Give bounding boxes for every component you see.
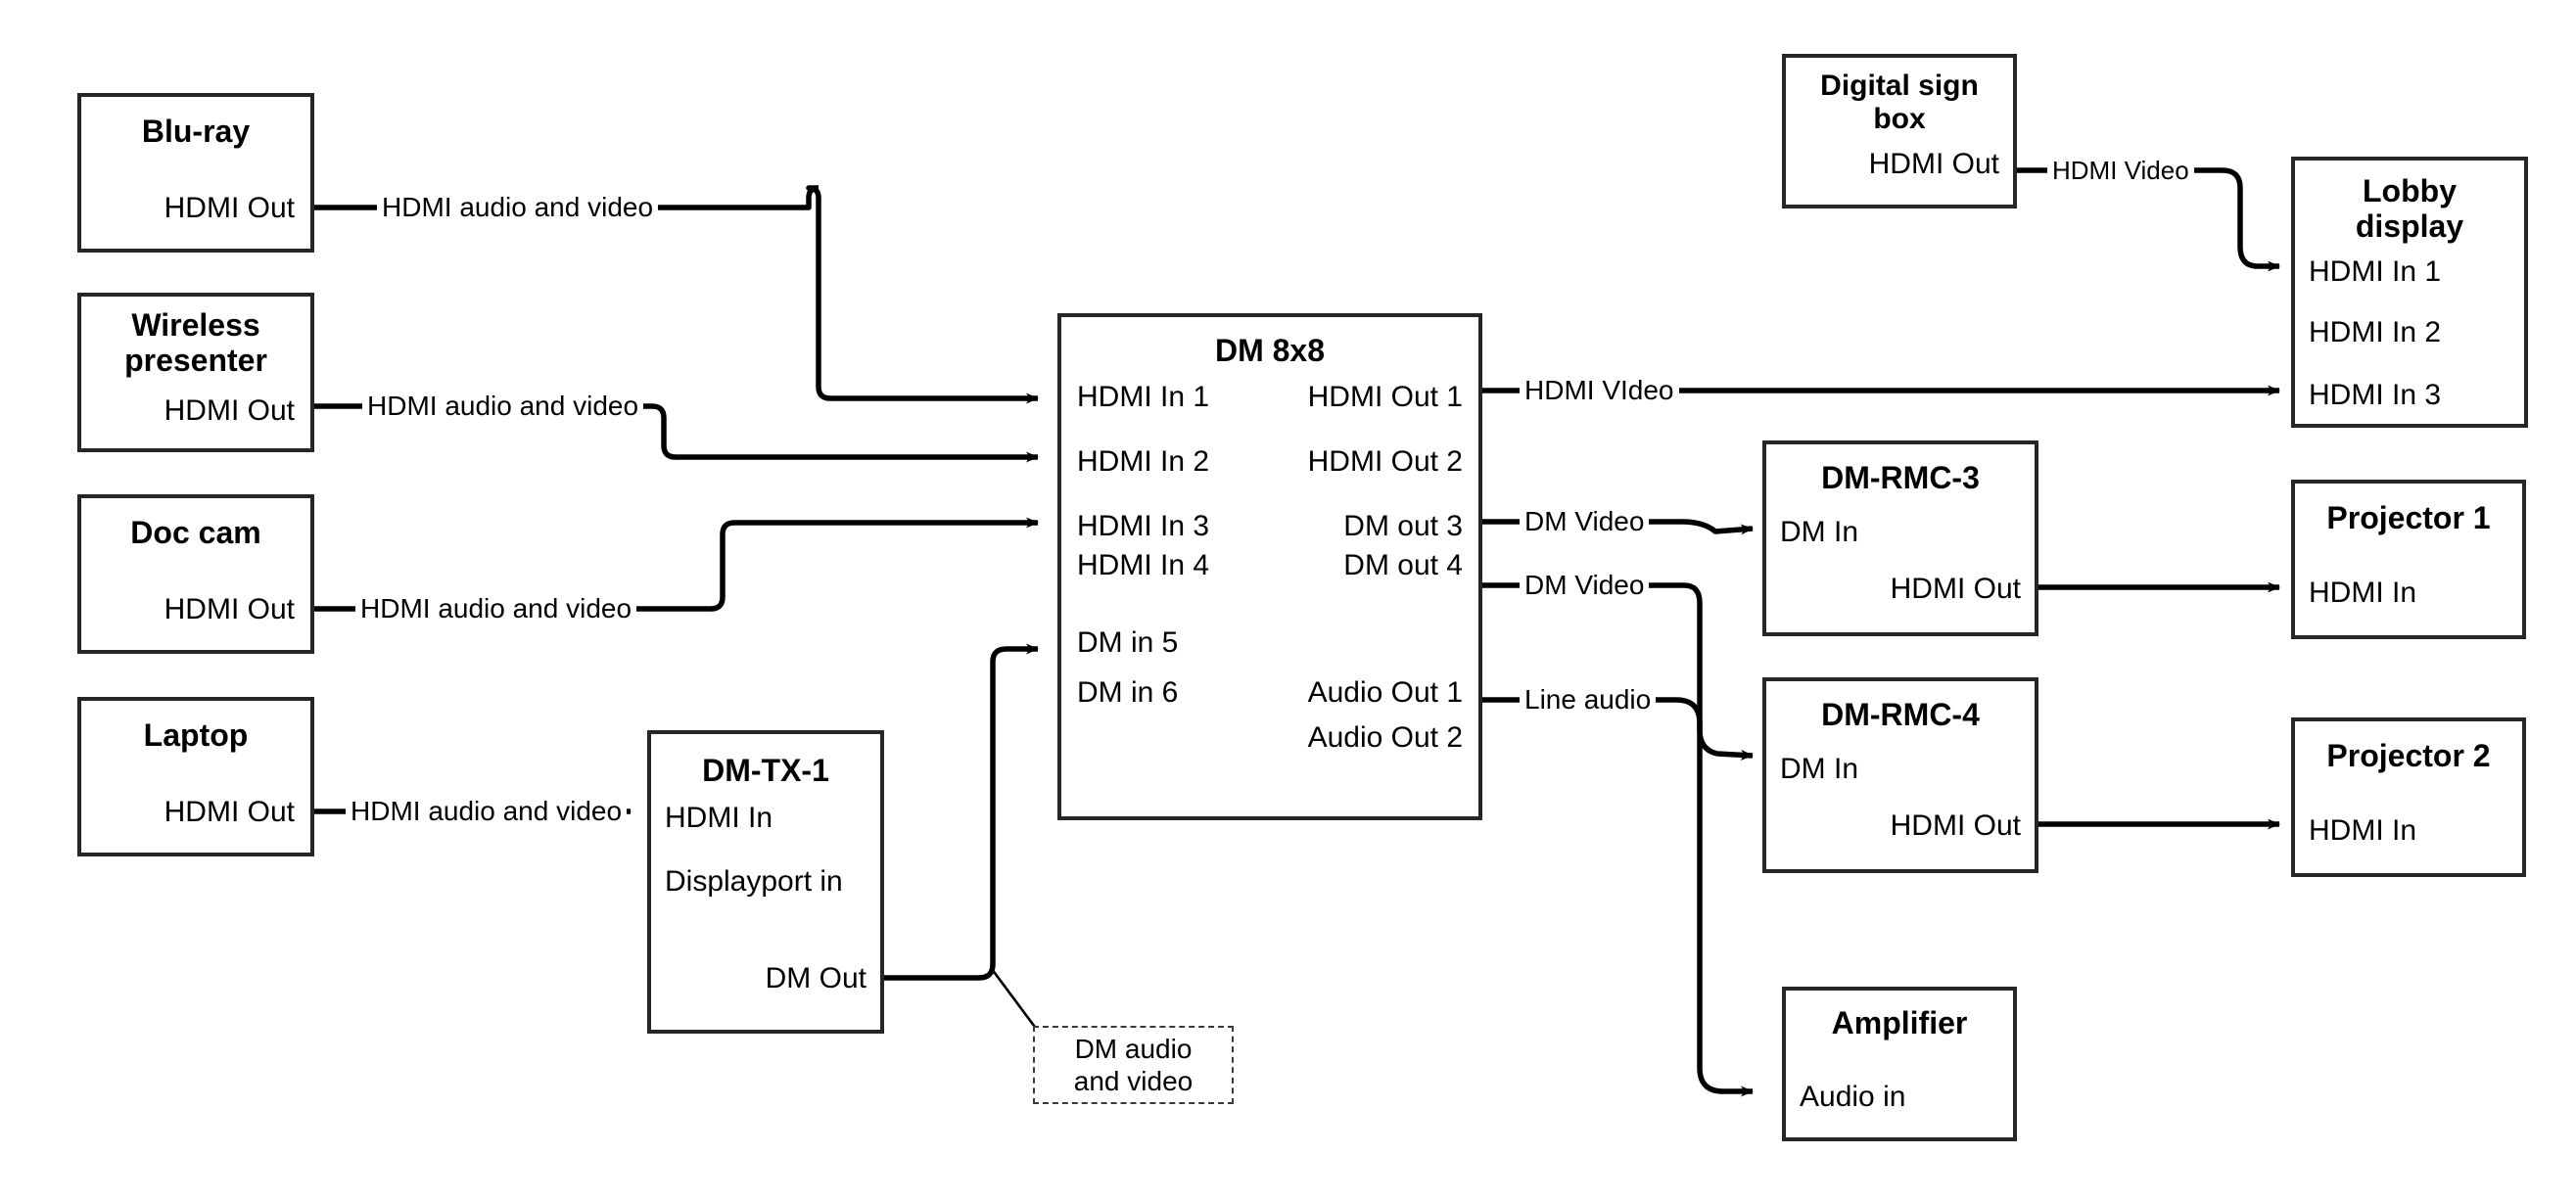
port-hdmi-in-3: HDMI In 3: [2309, 379, 2442, 411]
edge-label-bluray: HDMI audio and video: [377, 192, 659, 223]
edge-label-hdmi-video-lobby3: HDMI VIdeo: [1520, 375, 1679, 406]
node-laptop[interactable]: Laptop HDMI Out: [77, 697, 314, 856]
annotation-dm-audio-and-video: DM audio and video: [1033, 1026, 1234, 1104]
port-dm-in: DM In: [1780, 516, 1859, 548]
node-bluray[interactable]: Blu-ray HDMI Out: [77, 93, 314, 253]
port-dm-in-5: DM in 5: [1077, 626, 1179, 659]
port-hdmi-in-3: HDMI In 3: [1077, 510, 1210, 542]
node-title: Projector 1: [2326, 500, 2491, 535]
port-displayport-in: Displayport in: [665, 865, 843, 898]
node-title: Wireless presenter: [124, 307, 267, 378]
port-hdmi-out: HDMI Out: [1890, 573, 2021, 605]
port-hdmi-out-2: HDMI Out 2: [1307, 445, 1463, 478]
port-hdmi-out: HDMI Out: [164, 394, 295, 427]
edge-label-sign-to-lobby: HDMI Video: [2047, 156, 2194, 186]
node-title: DM-RMC-4: [1821, 697, 1980, 732]
port-hdmi-in: HDMI In: [2309, 577, 2417, 609]
node-projector-1[interactable]: Projector 1 HDMI In: [2291, 480, 2526, 639]
node-title: Amplifier: [1831, 1005, 1968, 1040]
port-dm-out-3: DM out 3: [1343, 510, 1463, 542]
node-title: Doc cam: [130, 515, 261, 550]
port-hdmi-in-2: HDMI In 2: [2309, 316, 2442, 348]
node-dm-tx-1[interactable]: DM-TX-1 HDMI In Displayport in DM Out: [647, 730, 884, 1034]
port-dm-out-4: DM out 4: [1343, 549, 1463, 581]
edge-label-dm-video-rmc3: DM Video: [1520, 506, 1650, 537]
edge-label-wireless: HDMI audio and video: [362, 391, 644, 422]
node-lobby-display[interactable]: Lobby display HDMI In 1 HDMI In 2 HDMI I…: [2291, 157, 2528, 428]
port-hdmi-in-2: HDMI In 2: [1077, 445, 1210, 478]
node-doc-cam[interactable]: Doc cam HDMI Out: [77, 494, 314, 654]
edge-label-laptop: HDMI audio and video: [346, 796, 628, 827]
node-amplifier[interactable]: Amplifier Audio in: [1782, 987, 2017, 1141]
port-dm-in: DM In: [1780, 753, 1859, 785]
node-title: Laptop: [143, 717, 249, 753]
node-wireless-presenter[interactable]: Wireless presenter HDMI Out: [77, 293, 314, 452]
node-title: DM 8x8: [1214, 333, 1326, 368]
port-hdmi-in-1: HDMI In 1: [1077, 381, 1210, 413]
node-title: Lobby display: [2355, 173, 2464, 244]
edge-label-line-audio: Line audio: [1520, 684, 1657, 716]
node-title: DM-TX-1: [702, 753, 829, 788]
node-title: Projector 2: [2326, 738, 2491, 773]
port-hdmi-in-4: HDMI In 4: [1077, 549, 1210, 581]
port-audio-out-1: Audio Out 1: [1307, 676, 1463, 709]
port-hdmi-out: HDMI Out: [1868, 148, 1999, 180]
port-dm-out: DM Out: [765, 962, 866, 994]
edge-label-doccam: HDMI audio and video: [355, 593, 637, 624]
node-dm-rmc-4[interactable]: DM-RMC-4 DM In HDMI Out: [1762, 677, 2038, 873]
port-hdmi-out: HDMI Out: [164, 796, 295, 828]
port-hdmi-out-1: HDMI Out 1: [1307, 381, 1463, 413]
port-hdmi-out: HDMI Out: [164, 192, 295, 224]
node-digital-sign-box[interactable]: Digital sign box HDMI Out: [1782, 54, 2017, 208]
port-dm-in-6: DM in 6: [1077, 676, 1179, 709]
port-hdmi-out: HDMI Out: [164, 593, 295, 625]
node-dm-rmc-3[interactable]: DM-RMC-3 DM In HDMI Out: [1762, 440, 2038, 636]
port-hdmi-out: HDMI Out: [1890, 809, 2021, 842]
port-hdmi-in: HDMI In: [2309, 814, 2417, 847]
port-audio-out-2: Audio Out 2: [1307, 721, 1463, 754]
node-title: Digital sign box: [1820, 69, 1979, 135]
port-hdmi-in-1: HDMI In 1: [2309, 255, 2442, 288]
node-projector-2[interactable]: Projector 2 HDMI In: [2291, 717, 2526, 877]
port-audio-in: Audio in: [1800, 1081, 1906, 1113]
node-dm-8x8[interactable]: DM 8x8 HDMI In 1 HDMI In 2 HDMI In 3 HDM…: [1057, 313, 1482, 820]
node-title: DM-RMC-3: [1821, 460, 1980, 495]
edge-label-dm-video-rmc4: DM Video: [1520, 570, 1650, 601]
port-hdmi-in: HDMI In: [665, 802, 773, 834]
node-title: Blu-ray: [141, 114, 251, 149]
